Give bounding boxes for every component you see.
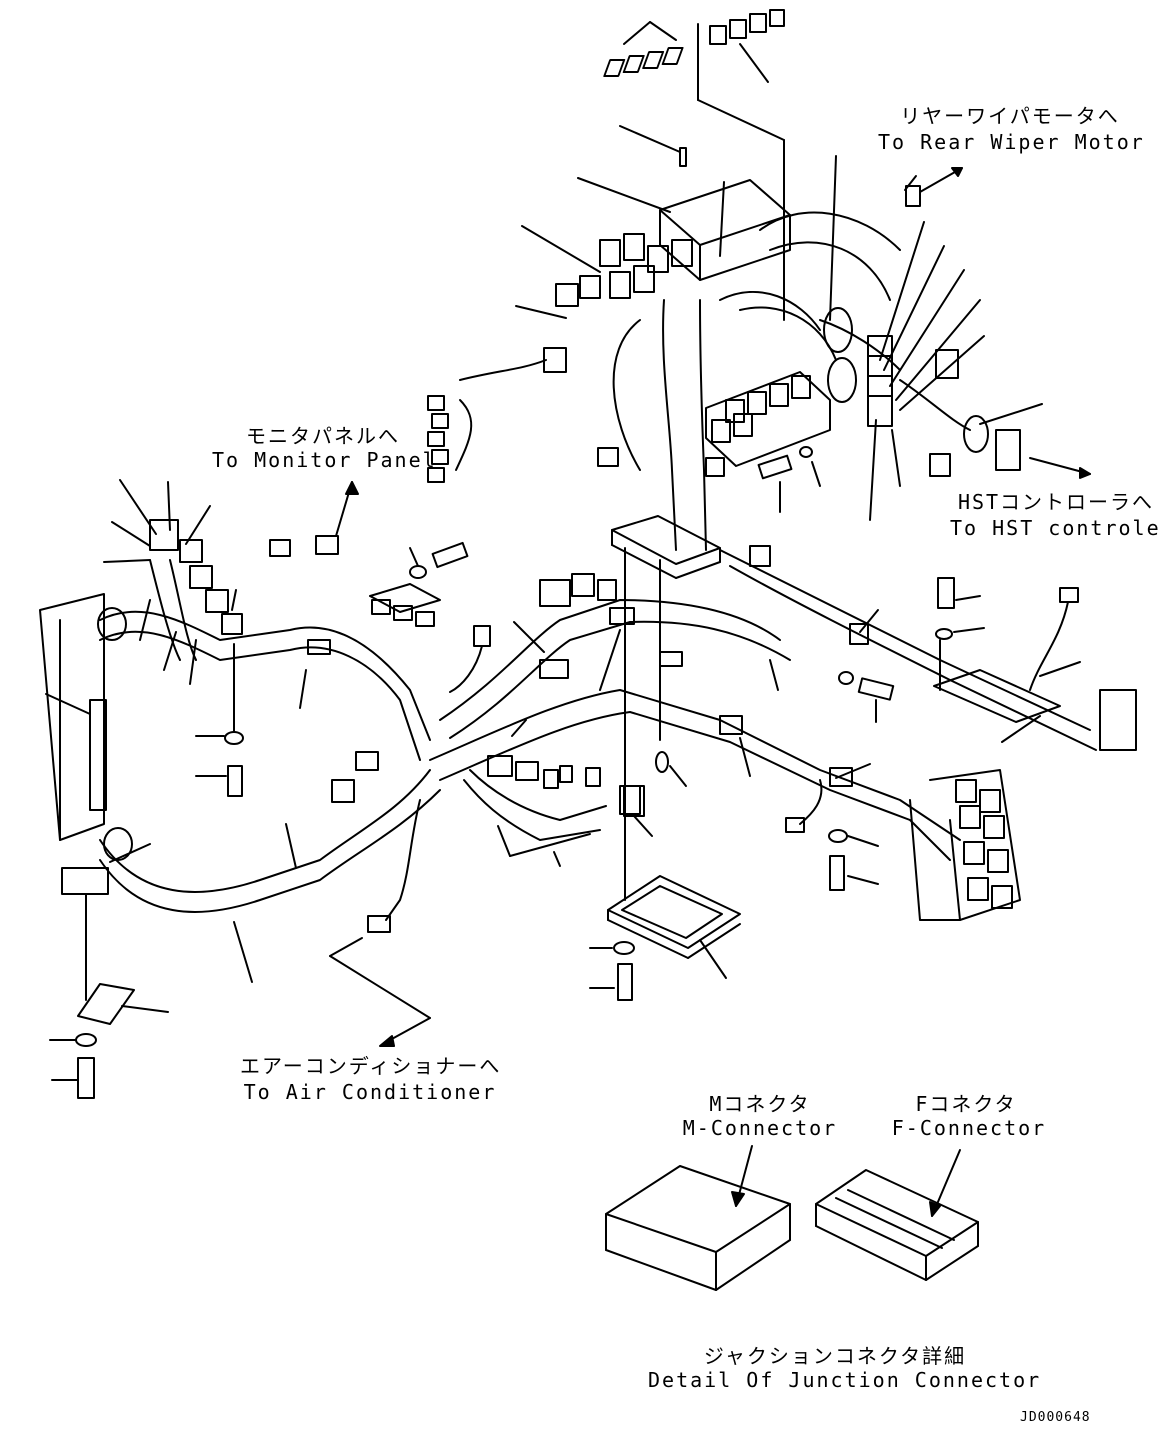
junction-label-jp: ジャクションコネクタ詳細 bbox=[703, 1344, 967, 1368]
bottom-left-bracket bbox=[49, 893, 169, 1099]
m-connector-label-jp: Mコネクタ bbox=[709, 1092, 811, 1116]
m-connector-detail bbox=[605, 1145, 791, 1291]
right-branch-harness bbox=[719, 545, 1137, 751]
left-harness bbox=[39, 479, 441, 983]
monitor-label-jp: モニタパネルへ bbox=[246, 424, 400, 448]
rear-wiper-label-en: To Rear Wiper Motor bbox=[878, 130, 1145, 154]
aircon-label-jp: エアーコンディショナーへ bbox=[240, 1054, 502, 1078]
cover-plate bbox=[589, 875, 741, 1001]
middle-relay-block bbox=[597, 371, 831, 477]
hst-label-en: To HST controler bbox=[950, 516, 1163, 540]
middle-cross-harness bbox=[429, 573, 961, 861]
bolt-parts-left bbox=[195, 541, 469, 797]
junction-label-en: Detail Of Junction Connector bbox=[648, 1368, 1042, 1392]
monitor-label-en: To Monitor Panel bbox=[212, 448, 437, 472]
aircon-label-en: To Air Conditioner bbox=[243, 1080, 497, 1104]
monitor-connectors bbox=[335, 359, 547, 693]
f-connector-detail bbox=[815, 1149, 979, 1281]
f-connector-label-jp: Fコネクタ bbox=[915, 1092, 1017, 1116]
central-trunk bbox=[611, 211, 901, 579]
lower-middle-connectors bbox=[329, 719, 641, 1047]
top-connector-parts bbox=[603, 9, 785, 321]
lower-right-relay-block bbox=[909, 769, 1021, 921]
guide-lines bbox=[624, 547, 661, 901]
right-harness bbox=[819, 155, 1091, 521]
f-connector-label-en: F-Connector bbox=[891, 1116, 1047, 1140]
rear-wiper-label-jp: リヤーワイパモータへ bbox=[900, 104, 1120, 128]
drawing-id: JD000648 bbox=[1020, 1410, 1091, 1425]
m-connector-label-en: M-Connector bbox=[682, 1116, 838, 1140]
upper-relay-block bbox=[515, 125, 791, 373]
hst-label-jp: HSTコントローラへ bbox=[957, 490, 1155, 514]
bolt-parts-mid bbox=[757, 446, 821, 513]
